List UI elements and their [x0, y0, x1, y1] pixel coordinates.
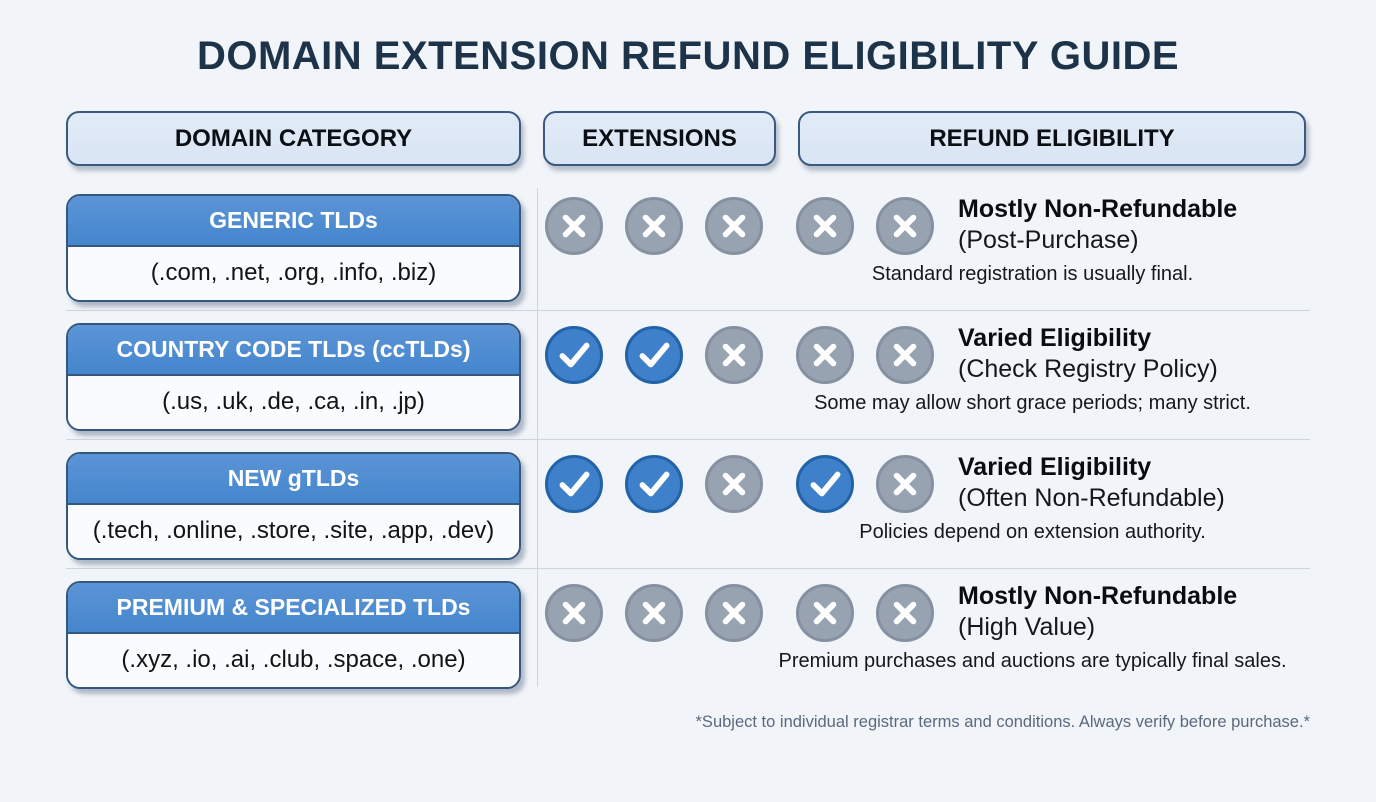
row-top: Mostly Non-Refundable (Post-Purchase) [545, 194, 1310, 255]
eligibility-note: Some may allow short grace periods; many… [814, 392, 1251, 414]
row-right: Varied Eligibility (Check Registry Polic… [545, 323, 1310, 415]
cross-icon [705, 325, 763, 384]
category-card: COUNTRY CODE TLDs (ccTLDs) (.us, .uk, .d… [66, 323, 521, 431]
category-card: NEW gTLDs (.tech, .online, .store, .site… [66, 452, 521, 560]
row-top: Mostly Non-Refundable (High Value) [545, 581, 1310, 642]
cross-icon [796, 583, 854, 642]
row-top: Varied Eligibility (Check Registry Polic… [545, 323, 1310, 384]
eligibility-note: Premium purchases and auctions are typic… [778, 650, 1287, 672]
column-header-domain-category: DOMAIN CATEGORY [66, 111, 521, 166]
column-header-extensions: EXTENSIONS [543, 111, 776, 166]
check-icon [625, 454, 683, 513]
eligibility-subtitle: (Check Registry Policy) [958, 354, 1218, 383]
cross-icon [705, 583, 763, 642]
eligibility-title: Mostly Non-Refundable [958, 582, 1238, 610]
table-row: GENERIC TLDs (.com, .net, .org, .info, .… [66, 182, 1310, 310]
cross-icon [876, 454, 934, 513]
cross-icon [705, 196, 763, 255]
cross-icon [625, 583, 683, 642]
category-card-extensions: (.tech, .online, .store, .site, .app, .d… [68, 505, 519, 558]
eligibility-title: Mostly Non-Refundable [958, 195, 1238, 223]
eligibility-text: Mostly Non-Refundable (High Value) [958, 581, 1310, 642]
marks [545, 196, 934, 255]
column-headers: DOMAIN CATEGORY EXTENSIONS REFUND ELIGIB… [66, 111, 1310, 166]
vertical-divider [537, 188, 538, 687]
eligibility-text: Mostly Non-Refundable (Post-Purchase) [958, 194, 1310, 255]
page-title: DOMAIN EXTENSION REFUND ELIGIBILITY GUID… [196, 34, 1180, 78]
check-icon [545, 325, 603, 384]
cross-icon [545, 196, 603, 255]
eligibility-note: Standard registration is usually final. [871, 263, 1194, 285]
check-icon [796, 454, 854, 513]
eligibility-note: Policies depend on extension authority. [859, 521, 1206, 543]
infographic-page: DOMAIN EXTENSION REFUND ELIGIBILITY GUID… [0, 34, 1376, 732]
eligibility-text: Varied Eligibility (Often Non-Refundable… [958, 452, 1310, 513]
category-card-extensions: (.us, .uk, .de, .ca, .in, .jp) [68, 376, 519, 429]
column-header-refund-eligibility: REFUND ELIGIBILITY [798, 111, 1306, 166]
category-card: GENERIC TLDs (.com, .net, .org, .info, .… [66, 194, 521, 302]
table-rows: GENERIC TLDs (.com, .net, .org, .info, .… [66, 182, 1310, 697]
cross-icon [796, 325, 854, 384]
table-row: PREMIUM & SPECIALIZED TLDs (.xyz, .io, .… [66, 568, 1310, 697]
category-card: PREMIUM & SPECIALIZED TLDs (.xyz, .io, .… [66, 581, 521, 689]
eligibility-title: Varied Eligibility [958, 453, 1152, 481]
footnote: *Subject to individual registrar terms a… [695, 713, 1310, 731]
table-row: NEW gTLDs (.tech, .online, .store, .site… [66, 439, 1310, 568]
cross-icon [876, 583, 934, 642]
marks [545, 454, 934, 513]
cross-icon [796, 196, 854, 255]
category-card-title: NEW gTLDs [68, 454, 519, 505]
category-card-title: PREMIUM & SPECIALIZED TLDs [68, 583, 519, 634]
marks [545, 325, 934, 384]
marks [545, 583, 934, 642]
eligibility-subtitle: (High Value) [958, 612, 1096, 641]
row-right: Varied Eligibility (Often Non-Refundable… [545, 452, 1310, 544]
check-icon [625, 325, 683, 384]
row-right: Mostly Non-Refundable (Post-Purchase) St… [545, 194, 1310, 286]
category-card-title: GENERIC TLDs [68, 196, 519, 247]
category-card-extensions: (.xyz, .io, .ai, .club, .space, .one) [68, 634, 519, 687]
category-card-extensions: (.com, .net, .org, .info, .biz) [68, 247, 519, 300]
cross-icon [705, 454, 763, 513]
cross-icon [545, 583, 603, 642]
eligibility-title: Varied Eligibility [958, 324, 1152, 352]
row-top: Varied Eligibility (Often Non-Refundable… [545, 452, 1310, 513]
eligibility-text: Varied Eligibility (Check Registry Polic… [958, 323, 1310, 384]
eligibility-subtitle: (Post-Purchase) [958, 225, 1139, 254]
row-right: Mostly Non-Refundable (High Value) Premi… [545, 581, 1310, 673]
cross-icon [876, 325, 934, 384]
eligibility-subtitle: (Often Non-Refundable) [958, 483, 1225, 512]
category-card-title: COUNTRY CODE TLDs (ccTLDs) [68, 325, 519, 376]
check-icon [545, 454, 603, 513]
cross-icon [876, 196, 934, 255]
table-row: COUNTRY CODE TLDs (ccTLDs) (.us, .uk, .d… [66, 310, 1310, 439]
cross-icon [625, 196, 683, 255]
